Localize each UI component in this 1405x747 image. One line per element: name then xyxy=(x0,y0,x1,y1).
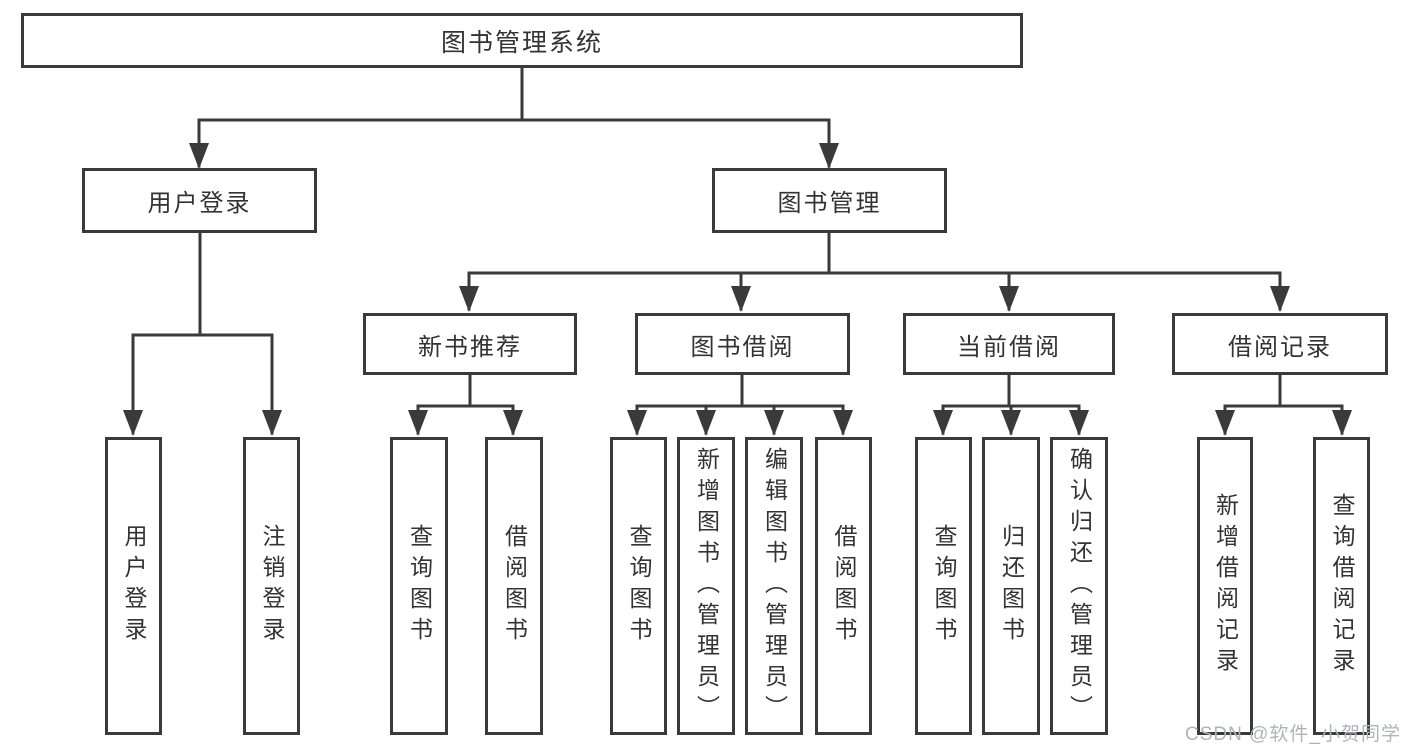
leaf-br-add-borrow-record: 新增借阅记录 xyxy=(1197,437,1253,735)
leaf-cb-confirm-return-admin: 确认归还（管理员） xyxy=(1050,437,1108,735)
leaf-cb-return-books: 归还图书 xyxy=(982,437,1040,735)
leaf-user-login: 用户登录 xyxy=(105,437,162,735)
node-new-book-recommend: 新书推荐 xyxy=(363,313,577,375)
leaf-bb-borrow-books: 借阅图书 xyxy=(815,437,872,735)
leaf-nb-borrow-books: 借阅图书 xyxy=(485,437,543,735)
leaf-cb-query-books: 查询图书 xyxy=(915,437,972,735)
leaf-bb-query-books: 查询图书 xyxy=(610,437,667,735)
leaf-bb-edit-books-admin: 编辑图书（管理员） xyxy=(745,437,803,735)
node-user-login: 用户登录 xyxy=(82,168,317,233)
node-library-system: 图书管理系统 xyxy=(21,13,1023,68)
leaf-bb-add-books-admin: 新增图书（管理员） xyxy=(677,437,735,735)
node-current-borrow: 当前借阅 xyxy=(903,313,1115,375)
leaf-nb-query-books: 查询图书 xyxy=(390,437,448,735)
leaf-br-query-borrow-record: 查询借阅记录 xyxy=(1313,437,1370,735)
node-borrow-records: 借阅记录 xyxy=(1172,313,1388,375)
watermark: CSDN @软件_小贺同学 xyxy=(1185,724,1401,745)
node-book-borrow: 图书借阅 xyxy=(635,313,850,375)
node-book-management: 图书管理 xyxy=(712,168,947,233)
leaf-logout: 注销登录 xyxy=(243,437,300,735)
